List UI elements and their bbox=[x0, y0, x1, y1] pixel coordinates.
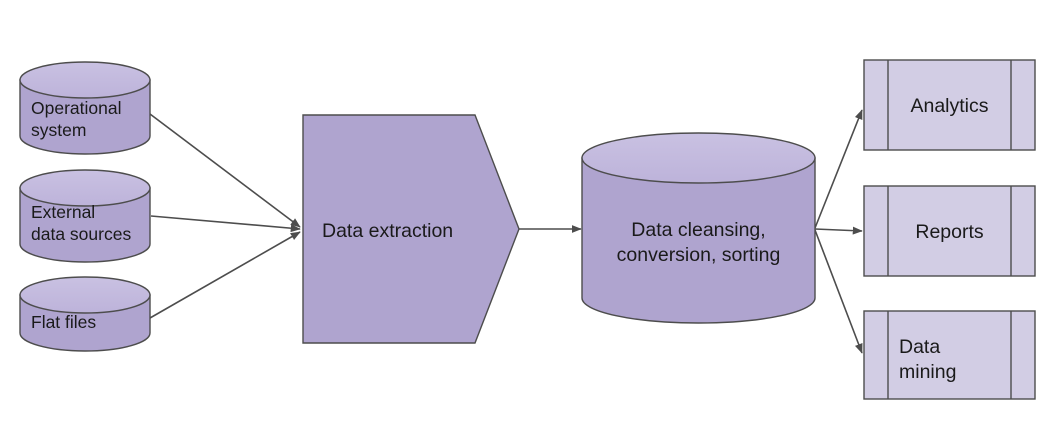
node-reports[interactable]: Reports bbox=[863, 185, 1036, 277]
node-data-mining[interactable]: Data mining bbox=[863, 310, 1036, 400]
external-data-sources-cylinder-top bbox=[19, 169, 151, 207]
reports-label-line-1: Reports bbox=[915, 221, 984, 243]
data-mining-box bbox=[863, 310, 1036, 400]
data-mining-label-line-1: Data bbox=[899, 336, 940, 358]
data-extraction-label-line-1: Data extraction bbox=[322, 220, 453, 242]
external-data-sources-label-line-1: External bbox=[31, 202, 95, 222]
connector-data-cleansing-to-reports bbox=[814, 226, 863, 235]
operational-system-label-line-2: system bbox=[31, 120, 86, 140]
flat-files-cylinder-top bbox=[19, 276, 151, 314]
operational-system-cylinder-body bbox=[19, 79, 151, 155]
data-mining-label-line-2: mining bbox=[899, 361, 956, 383]
external-data-sources-label-line-2: data sources bbox=[31, 224, 131, 244]
node-data-cleansing[interactable]: Data cleansing, conversion, sorting bbox=[581, 132, 816, 324]
node-external-data-sources[interactable]: External data sources bbox=[19, 169, 151, 263]
reports-box bbox=[863, 185, 1036, 277]
operational-system-label-line-1: Operational bbox=[31, 98, 121, 118]
connector-group bbox=[149, 109, 863, 354]
node-data-extraction[interactable]: Data extraction bbox=[302, 114, 520, 344]
connector-operational-system-to-data-extraction bbox=[149, 113, 301, 228]
operational-system-cylinder-top bbox=[19, 61, 151, 99]
analytics-box bbox=[863, 59, 1036, 151]
connector-data-cleansing-to-data-mining bbox=[814, 229, 863, 354]
analytics-label-line-1: Analytics bbox=[910, 95, 988, 117]
connector-data-cleansing-to-analytics bbox=[814, 109, 863, 229]
data-cleansing-cylinder-top bbox=[581, 132, 816, 184]
data-extraction-shape bbox=[302, 114, 520, 344]
data-cleansing-label-line-1: Data cleansing, bbox=[631, 219, 765, 241]
flat-files-label-line-1: Flat files bbox=[31, 312, 96, 332]
connector-external-data-sources-to-data-extraction bbox=[150, 215, 301, 233]
node-flat-files[interactable]: Flat files bbox=[19, 276, 151, 352]
node-operational-system[interactable]: Operational system bbox=[19, 61, 151, 155]
data-cleansing-cylinder-body bbox=[581, 157, 816, 324]
external-data-sources-cylinder-body bbox=[19, 187, 151, 263]
data-cleansing-label-line-2: conversion, sorting bbox=[617, 244, 781, 266]
node-analytics[interactable]: Analytics bbox=[863, 59, 1036, 151]
connector-flat-files-to-data-extraction bbox=[149, 231, 301, 319]
